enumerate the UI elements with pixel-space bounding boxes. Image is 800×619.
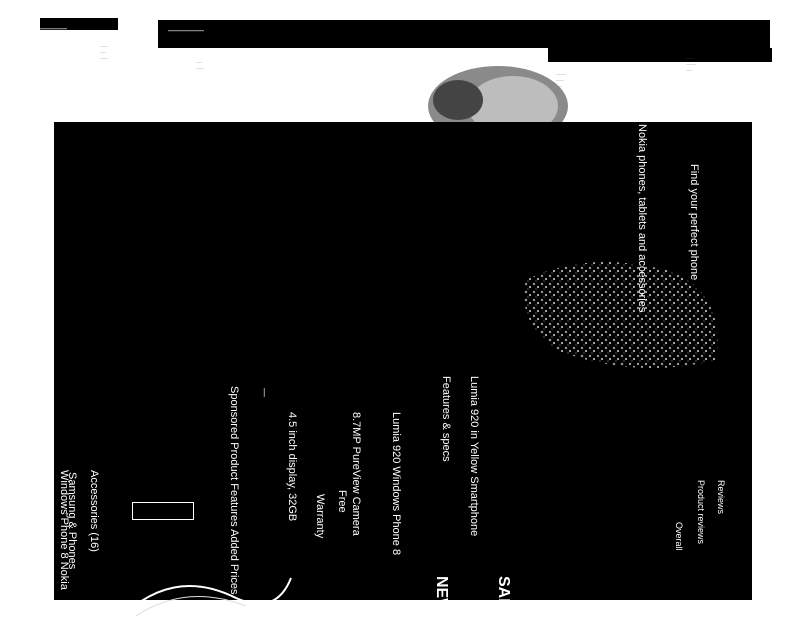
product-subtitle: Features & specs xyxy=(440,376,452,462)
header-line: ···· xyxy=(556,78,564,84)
nav-item-nokia[interactable]: Nokia xyxy=(758,216,770,245)
header-line: ···· xyxy=(196,66,204,72)
top-banner-right xyxy=(548,48,772,62)
header-line: ···· xyxy=(100,56,108,62)
header-line: ··· xyxy=(100,50,106,56)
badge-sale: SALE xyxy=(495,576,512,619)
header-text-group-b: ··· ···· xyxy=(196,60,204,72)
top-banner-label: ———— xyxy=(168,25,204,35)
product-detail: Lumia 920 Windows Phone 8 xyxy=(390,412,402,556)
badge-new: NEW xyxy=(433,576,450,614)
review-label: Product reviews xyxy=(696,480,706,545)
header-line: ··· xyxy=(196,60,202,66)
top-banner: ———— xyxy=(158,20,770,48)
header-text-group-d: ···· ····· ··· xyxy=(686,56,696,74)
hero-tagline: Nokia phones, tablets and accessories xyxy=(636,124,648,313)
nav-item-customer-service[interactable]: Customer Service xyxy=(758,524,770,612)
nav-item-stores[interactable]: Stores xyxy=(758,334,770,366)
review-label: Overall xyxy=(674,522,684,551)
header-line: ····· xyxy=(556,72,566,78)
add-to-cart-button[interactable] xyxy=(132,502,194,520)
product-title: Lumia 920 in Yellow Smartphone xyxy=(468,376,480,537)
product-more-label: — xyxy=(260,388,270,397)
top-left-bar-label: ——— xyxy=(40,23,67,33)
header-text-group-a: ···· ··· ···· xyxy=(100,44,108,62)
product-detail: 8.7MP PureView Camera xyxy=(350,412,362,536)
bottom-decoration xyxy=(125,577,292,617)
hero-product-image xyxy=(428,66,568,126)
header-line: ··· xyxy=(686,68,692,74)
product-detail: Free xyxy=(336,490,348,513)
review-label: Reviews xyxy=(716,480,726,515)
product-texture-image xyxy=(524,262,718,368)
header-line: ····· xyxy=(686,62,696,68)
nav-item-my-bag[interactable]: My Bag xyxy=(758,428,770,466)
header-line: ···· xyxy=(686,56,694,62)
footer-line: Accessories (16) xyxy=(88,470,100,552)
product-detail: Warranty xyxy=(314,494,326,539)
nav-item-contact[interactable]: Contact xyxy=(758,290,770,328)
hero-subtitle: Find your perfect phone xyxy=(688,164,700,281)
footer-line: Windows Phone 8 Nokia xyxy=(58,470,70,590)
product-detail: 4.5 inch display, 32GB xyxy=(286,412,298,522)
header-line: ···· xyxy=(100,44,108,50)
left-edge-panel xyxy=(54,122,64,518)
nav-item-help[interactable]: Help & Info xyxy=(758,372,770,427)
top-left-bar: ——— xyxy=(40,18,118,33)
